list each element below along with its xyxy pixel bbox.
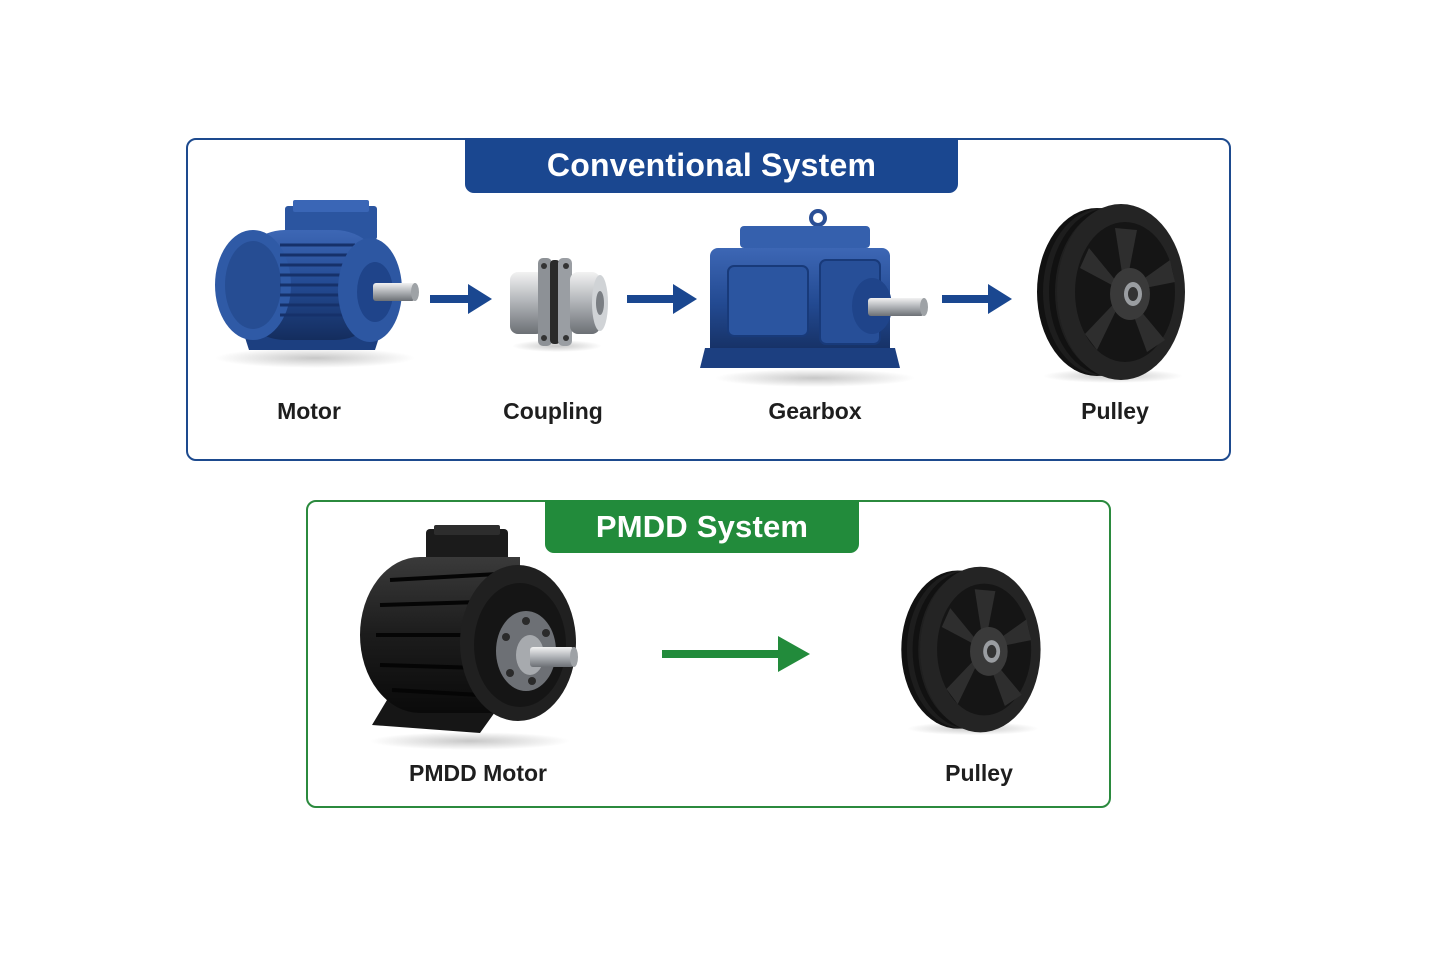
- component-label-coupling: Coupling: [503, 398, 603, 424]
- arrow-pmdd-motor-to-pulley-icon: [662, 636, 810, 672]
- component-label-gearbox: Gearbox: [768, 398, 862, 424]
- pulley-icon: [1037, 204, 1185, 383]
- component-label-pmdd-pulley: Pulley: [945, 760, 1013, 786]
- component-label-pmdd-motor: PMDD Motor: [409, 760, 547, 786]
- coupling-icon: [510, 258, 608, 352]
- pulley-icon: [901, 566, 1041, 736]
- arrow-motor-to-coupling-icon: [430, 284, 492, 314]
- pmdd-system-title: PMDD System: [545, 500, 859, 553]
- gearbox-icon: [700, 209, 928, 387]
- black-motor-icon: [360, 525, 578, 750]
- blue-motor-icon: [215, 200, 419, 368]
- arrow-coupling-to-gearbox-icon: [627, 284, 697, 314]
- component-label-motor: Motor: [277, 398, 341, 424]
- conventional-system-title: Conventional System: [465, 138, 958, 193]
- component-label-pulley: Pulley: [1081, 398, 1149, 424]
- arrow-gearbox-to-pulley-icon: [942, 284, 1012, 314]
